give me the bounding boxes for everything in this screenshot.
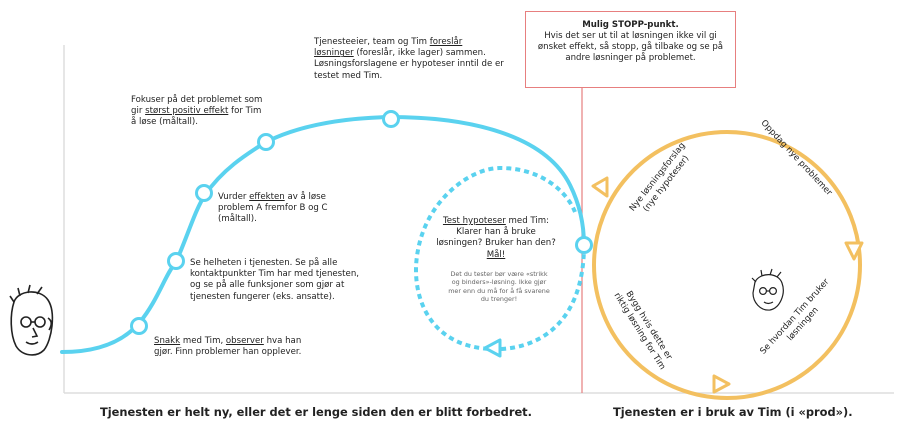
node-helhet (167, 252, 185, 270)
node-foreslaa (382, 110, 400, 128)
note-vurder: Vurder effekten av å løse problem A frem… (218, 192, 338, 226)
note-fokus-text-a: Fokuser på det problemet som gir (131, 95, 263, 117)
note-foreslaa: Tjenesteeier, team og Tim foreslår løsni… (314, 37, 504, 82)
note-fokus-text-b: for Tim å løse (måltall). (131, 106, 262, 128)
cycle-arrow-right (844, 241, 864, 261)
note-fokus: Fokuser på det problemet som gir størst … (131, 95, 263, 129)
stop-text: Hvis det ser ut til at løsningen ikke vi… (537, 31, 724, 63)
bottom-label-right: Tjenesten er i bruk av Tim (i «prod»). (613, 405, 853, 419)
note-test: Test hypoteser med Tim: Klarer han å bru… (432, 216, 560, 261)
note-test-text-a: med Tim: Klarer han å bruke løsningen? B… (436, 216, 556, 249)
note-test-underline-1: Test hypoteser (442, 216, 506, 226)
note-helhet: Se helheten i tjenesten. Se på alle kont… (190, 258, 362, 303)
note-test-underline-2: Mål! (486, 249, 506, 260)
prod-cycle (592, 130, 862, 400)
note-snakk-underline-1: Snakk (154, 336, 181, 346)
stop-title: Mulig STOPP-punkt. (582, 20, 679, 30)
note-snakk: Snakk med Tim, observer hva han gjør. Fi… (154, 336, 304, 358)
test-loop (414, 165, 586, 351)
cycle-arrow-left (591, 176, 609, 198)
note-fokus-underline: størst positiv effekt (145, 106, 229, 117)
note-test-small: Det du tester bør være «strikk og binder… (448, 270, 550, 304)
person-face-icon (9, 284, 54, 356)
note-vurder-text-b: av å løse problem A fremfor B og C (målt… (218, 192, 328, 225)
note-foreslaa-underline: foreslår løsninger (314, 37, 463, 59)
note-foreslaa-text-a: Tjenesteeier, team og Tim (314, 37, 430, 47)
test-loop-arrow (483, 338, 502, 358)
journey-curve (60, 114, 586, 354)
bottom-label-left: Tjenesten er helt ny, eller det er lenge… (100, 405, 532, 419)
note-foreslaa-text-b: (foreslår, ikke lager) sammen. Løsningsf… (314, 48, 504, 81)
note-snakk-text-a: med Tim, (180, 336, 226, 346)
note-snakk-text-b: hva han gjør. Finn problemer han oppleve… (154, 336, 302, 358)
person-face-small-icon (751, 268, 784, 311)
cycle-arrow-bottom (712, 374, 731, 394)
note-snakk-underline-2: observer (225, 336, 264, 346)
node-fokus (257, 133, 275, 151)
node-vurder (195, 184, 213, 202)
node-snakk (130, 317, 148, 335)
stop-point-box: Mulig STOPP-punkt. Hvis det ser ut til a… (525, 11, 736, 88)
note-vurder-underline: effekten (249, 192, 285, 202)
note-helhet-text: Se helheten i tjenesten. Se på alle kont… (190, 258, 359, 302)
node-test (575, 236, 593, 254)
note-vurder-text-a: Vurder (218, 192, 250, 202)
